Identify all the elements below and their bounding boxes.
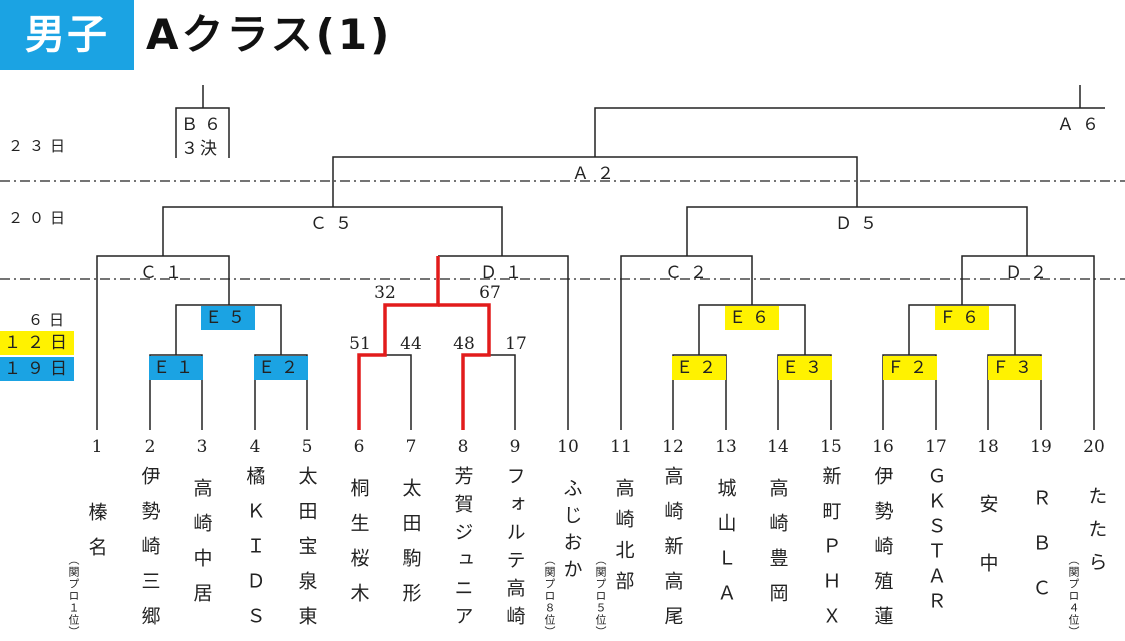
page-title: Aクラス(1) — [146, 10, 393, 59]
day-6: ６日 — [28, 311, 71, 329]
team-name: 橘ＫＩＤＳ — [243, 466, 266, 641]
team-name: 高崎北部 — [612, 478, 635, 602]
team-name: 桐生桜木 — [347, 478, 370, 618]
score-17: 17 — [505, 334, 527, 354]
match-a6: Ａ６ — [1057, 115, 1107, 135]
score-44: 44 — [400, 334, 422, 354]
match-c1: Ｃ１ — [140, 263, 190, 283]
score-67: 67 — [479, 283, 501, 303]
team-name: ＲＢＣ — [1029, 488, 1052, 623]
day-23: ２３日 — [8, 137, 72, 155]
match-e1: Ｅ１ — [149, 356, 203, 380]
team-name: 伊勢崎三郷 — [138, 466, 161, 641]
team-number: 6 — [353, 437, 365, 457]
team-name: 太田宝泉東 — [295, 466, 318, 641]
score-48: 48 — [453, 334, 475, 354]
team-name: 伊勢崎殖蓮 — [871, 466, 894, 641]
team-name: ふじおか — [560, 478, 583, 586]
team-number: 8 — [457, 437, 469, 457]
team-name: 高崎中居 — [190, 478, 213, 618]
team-number: 16 — [872, 437, 894, 457]
team-number: 9 — [509, 437, 521, 457]
seed-note: （関プロ８位） — [543, 554, 556, 638]
team-number: 1 — [91, 437, 103, 457]
team-number: 13 — [715, 437, 737, 457]
match-c2: Ｃ２ — [665, 263, 715, 283]
team-number: 3 — [196, 437, 208, 457]
winner-path — [357, 256, 491, 430]
team-name: 榛名 — [85, 502, 108, 572]
match-a2: Ａ２ — [572, 164, 622, 184]
match-c5: Ｃ５ — [310, 214, 360, 234]
day-12: １２日 — [0, 331, 74, 355]
team-number: 15 — [820, 437, 842, 457]
match-e2-blue: Ｅ２ — [254, 356, 308, 380]
team-number: 20 — [1083, 437, 1105, 457]
match-e2-yellow: Ｅ２ — [672, 356, 726, 380]
day-20: ２０日 — [8, 209, 72, 227]
team-name: 高崎新高尾 — [661, 466, 684, 641]
seed-note: （関プロ４位） — [1067, 554, 1080, 638]
team-name: 安中 — [976, 494, 999, 612]
team-name: 新町ＰＨＸ — [819, 466, 842, 641]
day-19: １９日 — [0, 357, 74, 381]
team-number: 11 — [610, 437, 632, 457]
team-number: 18 — [977, 437, 999, 457]
team-number: 14 — [767, 437, 789, 457]
team-name: 芳賀ジュニア — [451, 466, 474, 634]
team-number: 19 — [1030, 437, 1052, 457]
match-b6: Ｂ６ — [181, 115, 227, 135]
team-name: 高崎豊岡 — [766, 478, 789, 618]
team-name: 城山ＬＡ — [714, 478, 737, 618]
team-number: 4 — [249, 437, 261, 457]
team-name: フォルテ高崎 — [503, 466, 526, 634]
score-51: 51 — [349, 334, 371, 354]
match-e5: Ｅ５ — [201, 306, 255, 330]
seed-note: （関プロ１位） — [67, 554, 80, 638]
team-name: 太田駒形 — [399, 478, 422, 618]
team-number: 17 — [925, 437, 947, 457]
match-d1: Ｄ１ — [480, 263, 530, 283]
team-number: 5 — [301, 437, 313, 457]
team-number: 10 — [557, 437, 579, 457]
match-f2: Ｆ２ — [883, 356, 937, 380]
team-name: ＧＫＳＴＡＲ — [924, 466, 947, 616]
match-b6-subtitle: ３決 — [181, 139, 219, 159]
team-number: 12 — [662, 437, 684, 457]
header-badge: 男子 — [0, 0, 134, 70]
match-f3: Ｆ３ — [988, 356, 1042, 380]
match-f6: Ｆ６ — [935, 306, 989, 330]
team-number: 7 — [405, 437, 417, 457]
match-e6: Ｅ６ — [725, 306, 779, 330]
seed-note: （関プロ５位） — [594, 554, 607, 638]
match-d2: Ｄ２ — [1005, 263, 1055, 283]
match-d5: Ｄ５ — [835, 214, 885, 234]
score-32: 32 — [374, 283, 396, 303]
team-number: 2 — [144, 437, 156, 457]
match-e3: Ｅ３ — [778, 356, 832, 380]
team-name: たたら — [1085, 486, 1108, 585]
